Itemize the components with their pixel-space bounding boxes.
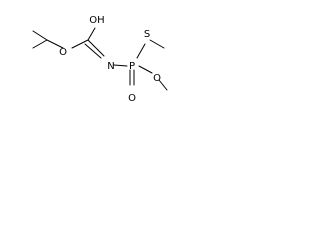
atom-o-phosphoryl: O: [128, 93, 136, 104]
bond-isopropyl-methyl-lower: [32, 39, 48, 49]
bond-phosphorus-sulfur: [136, 43, 146, 59]
bond-carbonyl-carbon-nitrogen-a: [87, 39, 105, 57]
atom-labels: O OH N S P O O: [59, 15, 161, 104]
atom-oh: OH: [89, 15, 104, 26]
bond-phosphorus-methoxy-oxygen: [138, 65, 153, 74]
bond-isopropyl-oxygen: [46, 39, 64, 49]
atom-s: S: [144, 29, 150, 40]
atom-o-ester: O: [59, 47, 67, 58]
bonds: [32, 27, 168, 91]
bond-isopropyl-methyl-upper: [32, 30, 48, 41]
molecule-structure: O OH N S P O O: [32, 15, 168, 104]
bond-carbonyl-carbon-hydroxyl: [87, 27, 96, 41]
bond-sulfur-methyl: [149, 39, 165, 49]
atom-p: P: [129, 61, 135, 72]
atom-o-methoxy: O: [153, 73, 161, 84]
atom-n: N: [107, 61, 114, 72]
bond-methoxy-oxygen-methyl: [158, 79, 168, 91]
bond-nitrogen-phosphorus: [113, 64, 128, 67]
bond-oxygen-carbonyl-carbon: [71, 39, 89, 49]
molecule-canvas: O OH N S P O O: [0, 0, 197, 127]
bond-carbonyl-carbon-nitrogen-b: [84, 43, 102, 59]
